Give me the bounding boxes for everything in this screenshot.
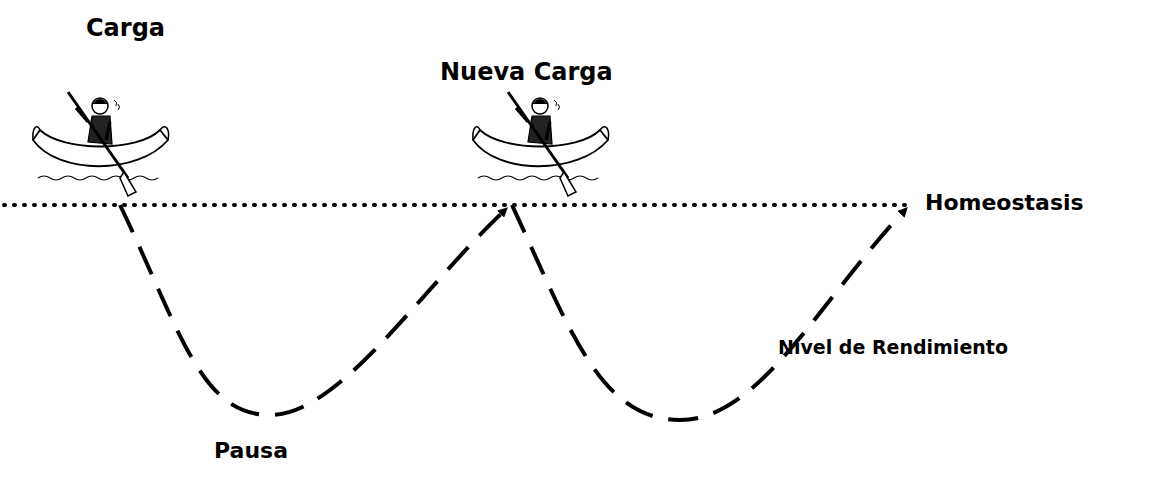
canoe-figure	[473, 92, 609, 196]
dotted-baseline	[4, 203, 905, 207]
performance-label: Nivel de Rendimiento	[778, 336, 1008, 359]
canoe-figure	[33, 92, 169, 196]
new-load-label: Nueva Carga	[440, 58, 613, 87]
performance-curve	[120, 205, 505, 415]
performance-curve	[512, 205, 905, 420]
load-label: Carga	[86, 14, 165, 43]
pause-label: Pausa	[214, 438, 288, 464]
homeostasis-label: Homeostasis	[925, 190, 1084, 216]
